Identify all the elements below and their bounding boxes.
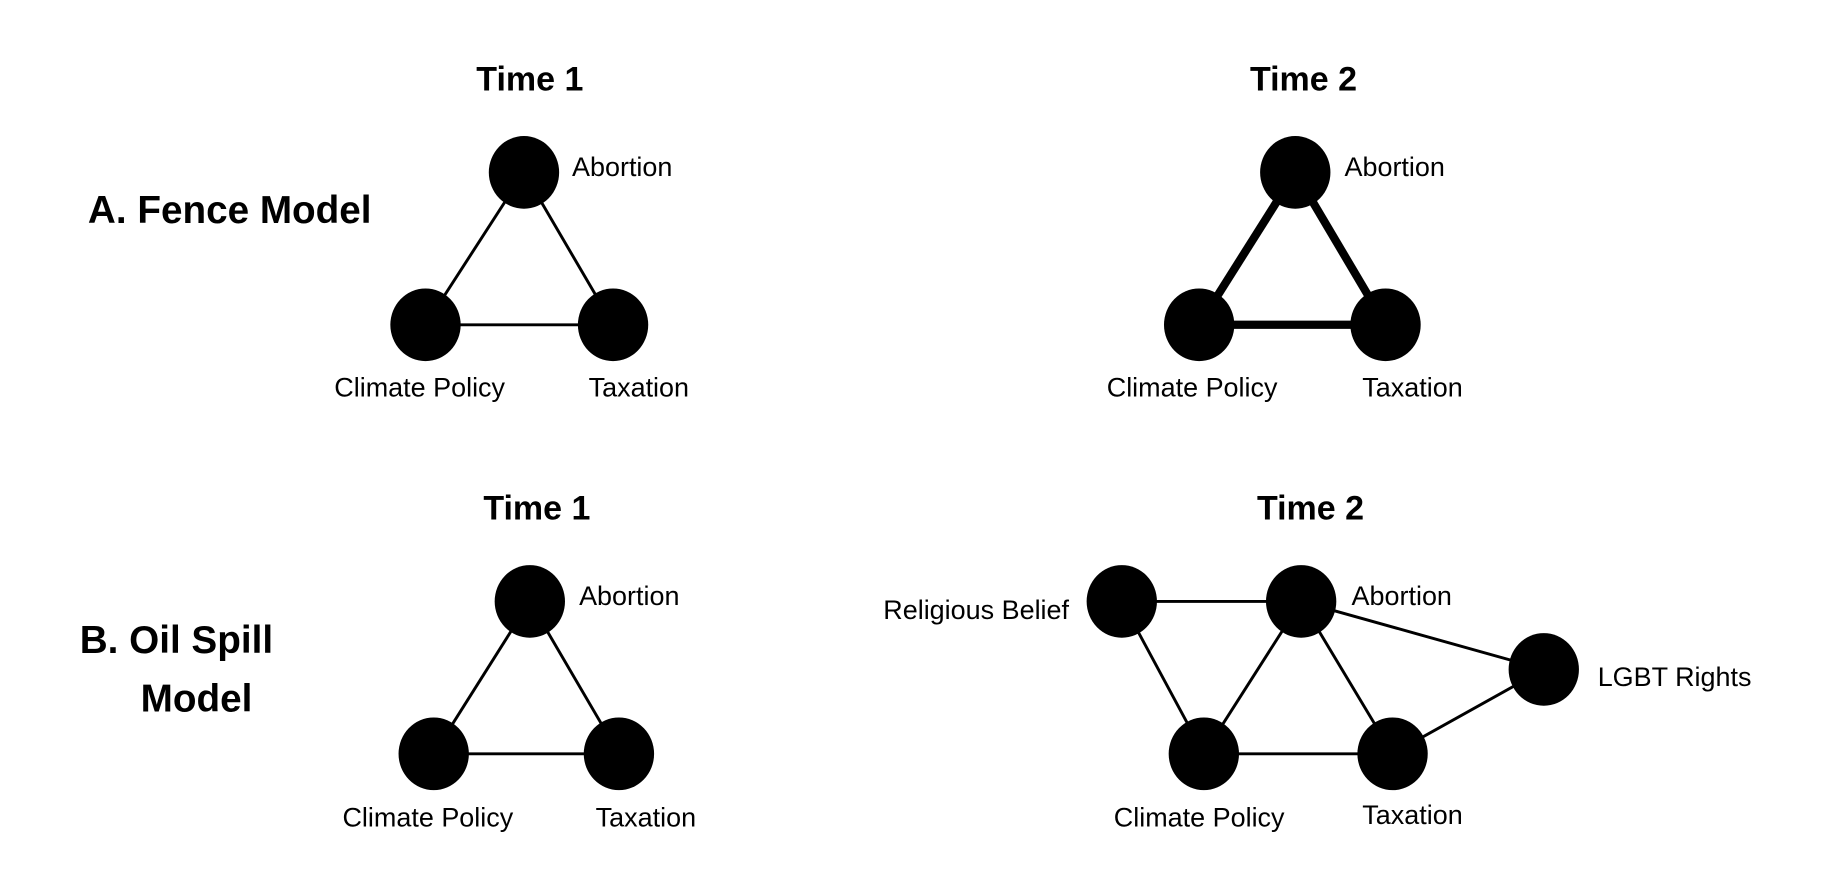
node-climate xyxy=(1168,717,1240,791)
node-taxation xyxy=(1357,717,1428,791)
edge-abortion-lgbt xyxy=(1300,600,1545,671)
node-label-religious: Religious Belief xyxy=(883,595,1069,625)
model-a-label: A. Fence Model xyxy=(88,189,372,232)
node-label-climate: Climate Policy xyxy=(334,372,505,402)
node-climate xyxy=(398,717,469,791)
node-label-abortion: Abortion xyxy=(579,581,679,611)
panel-title-a-time1: Time 1 xyxy=(476,60,583,98)
node-abortion xyxy=(494,565,565,638)
node-label-taxation: Taxation xyxy=(596,802,696,832)
model-b-label-line1: B. Oil Spill xyxy=(80,619,273,662)
node-label-abortion: Abortion xyxy=(572,152,672,182)
node-climate xyxy=(390,288,461,362)
node-abortion xyxy=(1265,565,1337,638)
node-label-taxation: Taxation xyxy=(1362,372,1462,402)
node-label-climate: Climate Policy xyxy=(1114,802,1285,832)
node-label-taxation: Taxation xyxy=(589,372,689,402)
node-abortion xyxy=(1260,136,1331,209)
node-taxation xyxy=(1350,288,1421,362)
node-climate xyxy=(1163,288,1235,362)
node-religious xyxy=(1086,565,1157,638)
model-b-label-line2: Model xyxy=(141,678,253,721)
panel-title-b-time1: Time 1 xyxy=(483,489,590,527)
node-label-climate: Climate Policy xyxy=(342,802,513,832)
node-label-climate: Climate Policy xyxy=(1107,372,1278,402)
node-label-abortion: Abortion xyxy=(1345,152,1445,182)
node-taxation xyxy=(577,288,649,362)
node-lgbt xyxy=(1508,633,1579,706)
node-label-taxation: Taxation xyxy=(1362,800,1462,830)
node-label-abortion: Abortion xyxy=(1352,581,1452,611)
node-taxation xyxy=(583,717,655,791)
panel-title-a-time2: Time 2 xyxy=(1250,60,1357,98)
panel-title-b-time2: Time 2 xyxy=(1257,489,1364,527)
node-label-lgbt: LGBT Rights xyxy=(1598,662,1752,692)
node-abortion xyxy=(488,136,560,209)
